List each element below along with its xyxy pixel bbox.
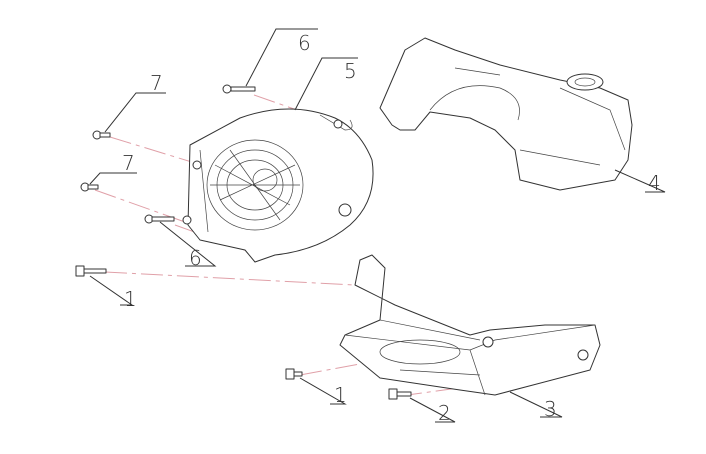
lower-shroud-part-3[interactable] xyxy=(339,254,601,396)
bolt-6-lower[interactable] xyxy=(144,214,175,224)
screw-7-lower[interactable] xyxy=(80,182,99,192)
upper-shroud-part-4[interactable] xyxy=(379,37,633,191)
bolt-6-top[interactable] xyxy=(222,84,256,94)
callout-label-6-lower: 6 xyxy=(189,246,202,270)
callout-label-7-lower: 7 xyxy=(122,151,135,175)
leader-lines xyxy=(89,28,666,423)
bolt-1-bottom[interactable] xyxy=(285,368,303,380)
callout-label-5: 5 xyxy=(344,59,357,83)
callout-label-7-upper: 7 xyxy=(150,71,163,95)
bolt-1-left[interactable] xyxy=(75,265,107,277)
callout-label-2: 2 xyxy=(438,401,451,425)
callout-label-3: 3 xyxy=(544,397,557,421)
callout-label-1-bottom: 1 xyxy=(334,383,347,407)
fan-cover-part-5[interactable] xyxy=(182,108,374,263)
callout-label-4: 4 xyxy=(648,171,661,195)
callout-label-6-top: 6 xyxy=(298,31,311,55)
callout-label-1-left: 1 xyxy=(124,287,137,311)
screw-7-upper[interactable] xyxy=(92,130,111,140)
bolt-2[interactable] xyxy=(388,388,412,400)
